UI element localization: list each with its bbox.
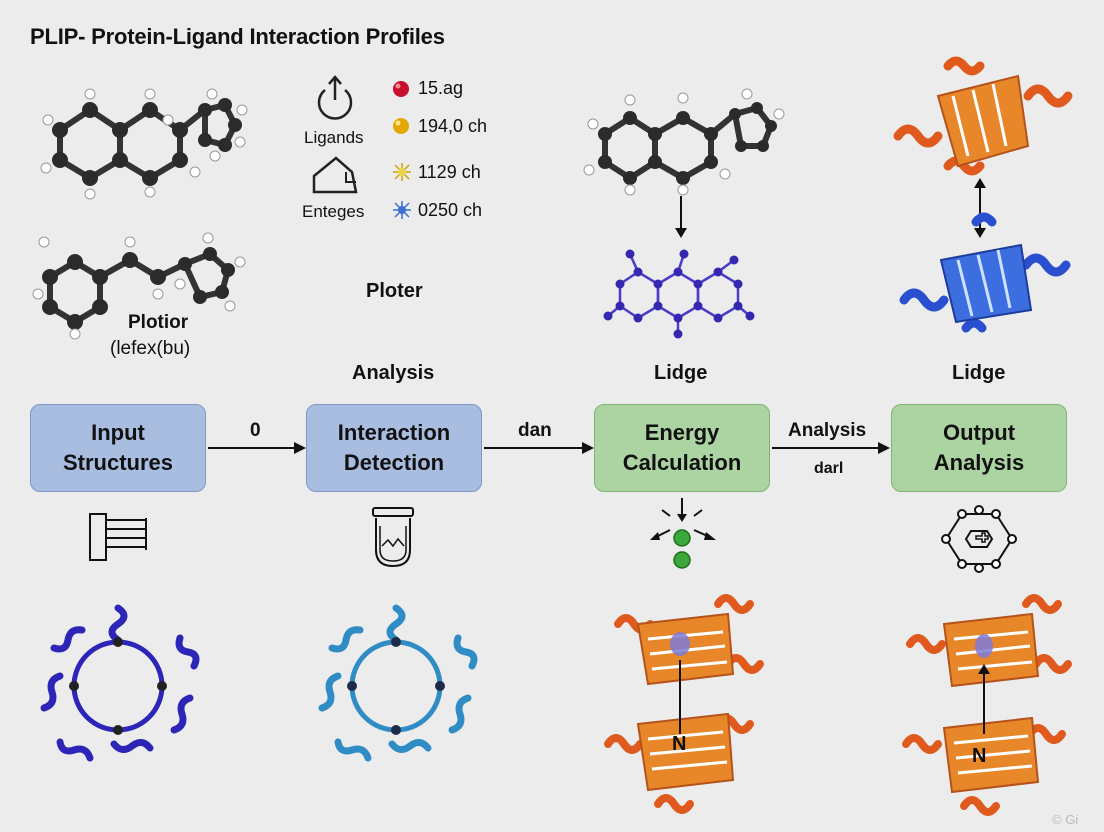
protein-complex-output: N (902, 594, 1072, 816)
svg-text:N: N (972, 745, 986, 767)
legend-item-4: 0250 ch (418, 200, 483, 220)
red-sphere-icon (393, 81, 409, 97)
beaker-icon (372, 507, 414, 568)
energy-nodes-icon (650, 498, 716, 569)
flow-arrow-2 (484, 442, 594, 454)
flow-arrow-1-label: 0 (250, 420, 261, 441)
enteges-label: Enteges (302, 202, 365, 221)
ligand-molecule-1 (40, 88, 248, 200)
lidge-label-1: Lidge (654, 362, 708, 384)
power-icon (317, 75, 353, 120)
legend-item-1: 15.ag (418, 78, 464, 98)
gold-sphere-icon (393, 118, 409, 134)
shape-icon (312, 156, 358, 194)
flow-arrow-3-label: Analysis (788, 420, 867, 441)
page-title: PLIP- Protein-Ligand Interaction Profile… (30, 24, 445, 49)
flow-arrow-1 (208, 442, 306, 454)
document-lines-icon (89, 513, 147, 561)
flow-arrow-2-label: dan (518, 420, 552, 441)
svg-text:N: N (672, 733, 686, 755)
orange-protein (893, 56, 1073, 176)
protein-ring-dark-blue (40, 604, 200, 762)
ligand-molecule-3 (583, 88, 785, 196)
lidge-label-2: Lidge (952, 362, 1006, 384)
yellow-burst-icon (393, 163, 411, 181)
analysis-top-label: Analysis (352, 362, 435, 384)
ligand-molecule-2 (32, 232, 246, 340)
plotior-sub-label: (lefex(bu) (110, 338, 191, 359)
legend-item-2: 194,0 ch (418, 116, 488, 136)
hexagon-network-icon (941, 505, 1017, 573)
blue-protein (899, 212, 1071, 333)
legend-item-3: 1129 ch (418, 162, 481, 182)
flow-arrow-3-sublabel: darl (814, 460, 844, 477)
protein-complex-energy: N (604, 594, 764, 814)
ligands-label: Ligands (304, 128, 364, 147)
flow-arrow-3 (772, 442, 890, 454)
blue-burst-icon (393, 201, 411, 219)
down-arrow (675, 196, 687, 238)
plotior-label: Plotior (128, 312, 189, 333)
protein-ring-light-blue (318, 604, 478, 762)
ploter-label: Ploter (366, 280, 423, 302)
blue-molecule (603, 249, 755, 339)
watermark: © Gi (1052, 812, 1079, 827)
